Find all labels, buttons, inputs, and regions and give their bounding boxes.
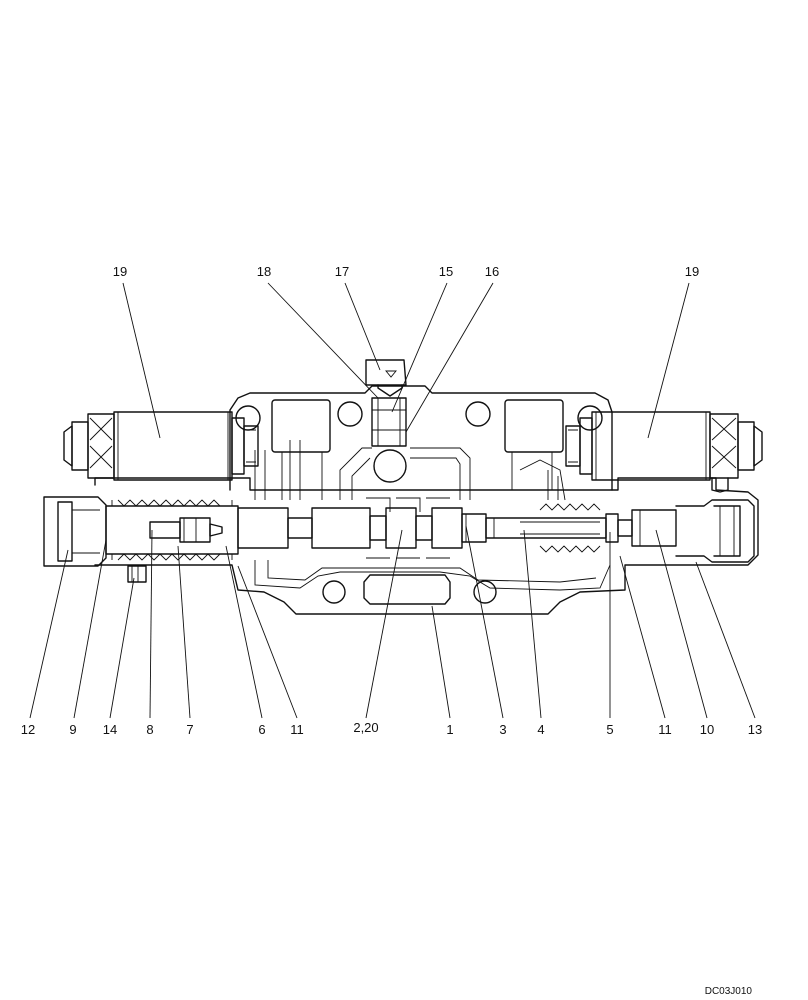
callout-11-right: 11 — [658, 722, 672, 737]
callout-19-right: 19 — [685, 264, 699, 279]
callout-10: 10 — [700, 722, 714, 737]
callout-11-left: 11 — [290, 722, 304, 737]
left-solenoid — [63, 411, 259, 481]
left-end-cap — [43, 496, 239, 583]
drawing-code: DC03J010 — [705, 986, 753, 997]
right-end-cap — [675, 499, 755, 563]
callout-1: 1 — [446, 722, 453, 737]
callout-14: 14 — [103, 722, 117, 737]
callout-17: 17 — [335, 264, 349, 279]
callout-19-left: 19 — [113, 264, 127, 279]
callout-6: 6 — [258, 722, 265, 737]
bottom-callouts: 12 9 14 8 7 6 11 2,20 1 3 4 5 11 10 13 — [21, 720, 762, 737]
valve-body — [94, 385, 759, 615]
callout-13: 13 — [748, 722, 762, 737]
main-spool — [237, 497, 677, 559]
check-valve-assembly — [365, 359, 407, 483]
callout-15: 15 — [439, 264, 453, 279]
top-callouts: 19 18 17 15 16 19 — [113, 264, 699, 279]
callout-3: 3 — [499, 722, 506, 737]
callout-16: 16 — [485, 264, 499, 279]
callout-7: 7 — [186, 722, 193, 737]
callout-8: 8 — [146, 722, 153, 737]
callout-4: 4 — [537, 722, 544, 737]
right-solenoid — [565, 411, 763, 493]
callout-12: 12 — [21, 722, 35, 737]
callout-5: 5 — [606, 722, 613, 737]
callout-2-20: 2,20 — [353, 720, 378, 735]
leader-lines — [29, 282, 756, 719]
callout-9: 9 — [69, 722, 76, 737]
callout-18: 18 — [257, 264, 271, 279]
